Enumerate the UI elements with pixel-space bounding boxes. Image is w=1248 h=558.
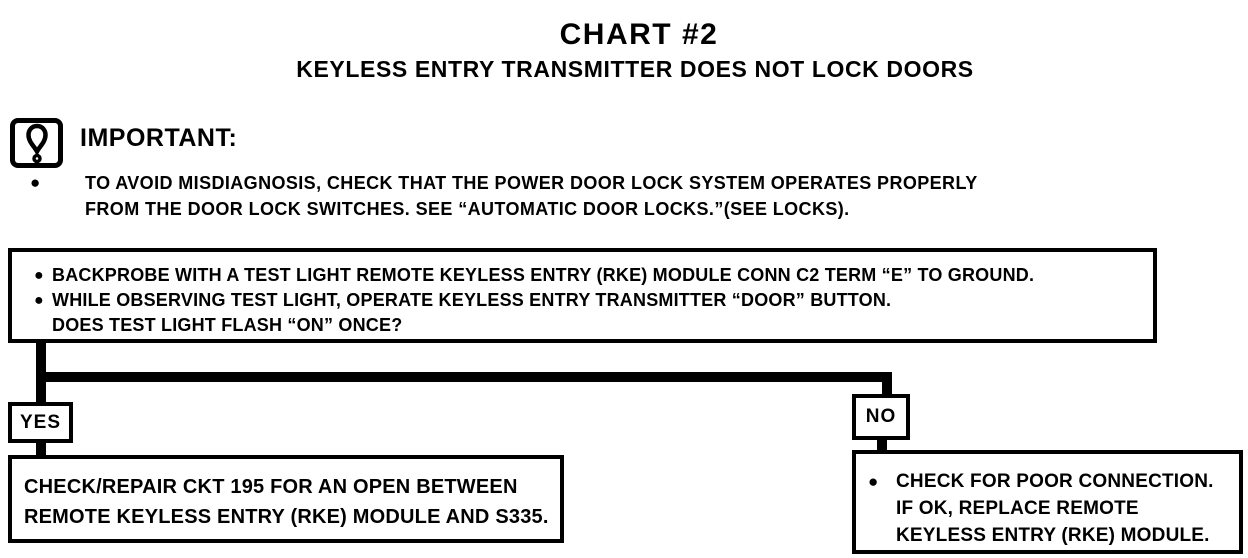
no-label: NO <box>865 406 897 427</box>
no-result-text: CHECK FOR POOR CONNECTION. IF OK, REPLAC… <box>896 468 1214 550</box>
exclamation-icon <box>25 123 48 163</box>
important-note-line-2: FROM THE DOOR LOCK SWITCHES. SEE “AUTOMA… <box>85 199 850 219</box>
bullet-icon: ● <box>34 292 44 309</box>
question-item: ● WHILE OBSERVING TEST LIGHT, OPERATE KE… <box>22 288 1153 313</box>
yes-label: YES <box>19 411 62 433</box>
question-item-text: WHILE OBSERVING TEST LIGHT, OPERATE KEYL… <box>52 290 892 310</box>
important-label: IMPORTANT: <box>80 124 238 152</box>
question-text: DOES TEST LIGHT FLASH “ON” ONCE? <box>52 315 403 335</box>
connector-vertical-right <box>882 372 892 398</box>
no-label-box: NO <box>852 394 910 440</box>
chart-title: CHART #2 <box>559 18 719 51</box>
yes-label-box: YES <box>8 402 73 443</box>
no-result-line-1: CHECK FOR POOR CONNECTION. <box>896 471 1214 492</box>
connector-horizontal-bar <box>36 372 892 382</box>
bullet-icon: ● <box>868 472 879 491</box>
important-note-line-1: TO AVOID MISDIAGNOSIS, CHECK THAT THE PO… <box>85 173 978 193</box>
bullet-spacer <box>22 313 52 338</box>
bullet-icon: ● <box>34 267 44 284</box>
important-alert-icon <box>10 118 63 168</box>
question-item: ● BACKPROBE WITH A TEST LIGHT REMOTE KEY… <box>22 263 1153 288</box>
question-box: ● BACKPROBE WITH A TEST LIGHT REMOTE KEY… <box>8 248 1157 343</box>
question-item-text: BACKPROBE WITH A TEST LIGHT REMOTE KEYLE… <box>52 265 1035 285</box>
no-result-box: ● CHECK FOR POOR CONNECTION. IF OK, REPL… <box>852 450 1243 554</box>
chart-subtitle: KEYLESS ENTRY TRANSMITTER DOES NOT LOCK … <box>296 56 974 82</box>
yes-result-line-1: CHECK/REPAIR CKT 195 FOR AN OPEN BETWEEN <box>24 476 518 498</box>
no-result-line-3: KEYLESS ENTRY (RKE) MODULE. <box>896 525 1210 546</box>
question-item: DOES TEST LIGHT FLASH “ON” ONCE? <box>22 313 1153 338</box>
connector-stub-yes <box>36 440 46 458</box>
important-note-text: TO AVOID MISDIAGNOSIS, CHECK THAT THE PO… <box>85 170 978 222</box>
yes-result-box: CHECK/REPAIR CKT 195 FOR AN OPEN BETWEEN… <box>8 455 564 543</box>
important-note: ● TO AVOID MISDIAGNOSIS, CHECK THAT THE … <box>22 170 1182 222</box>
yes-result-line-2: REMOTE KEYLESS ENTRY (RKE) MODULE AND S3… <box>24 506 549 528</box>
no-result-line-2: IF OK, REPLACE REMOTE <box>896 498 1139 519</box>
connector-stub-no <box>877 437 887 453</box>
bullet-icon: ● <box>30 173 41 192</box>
